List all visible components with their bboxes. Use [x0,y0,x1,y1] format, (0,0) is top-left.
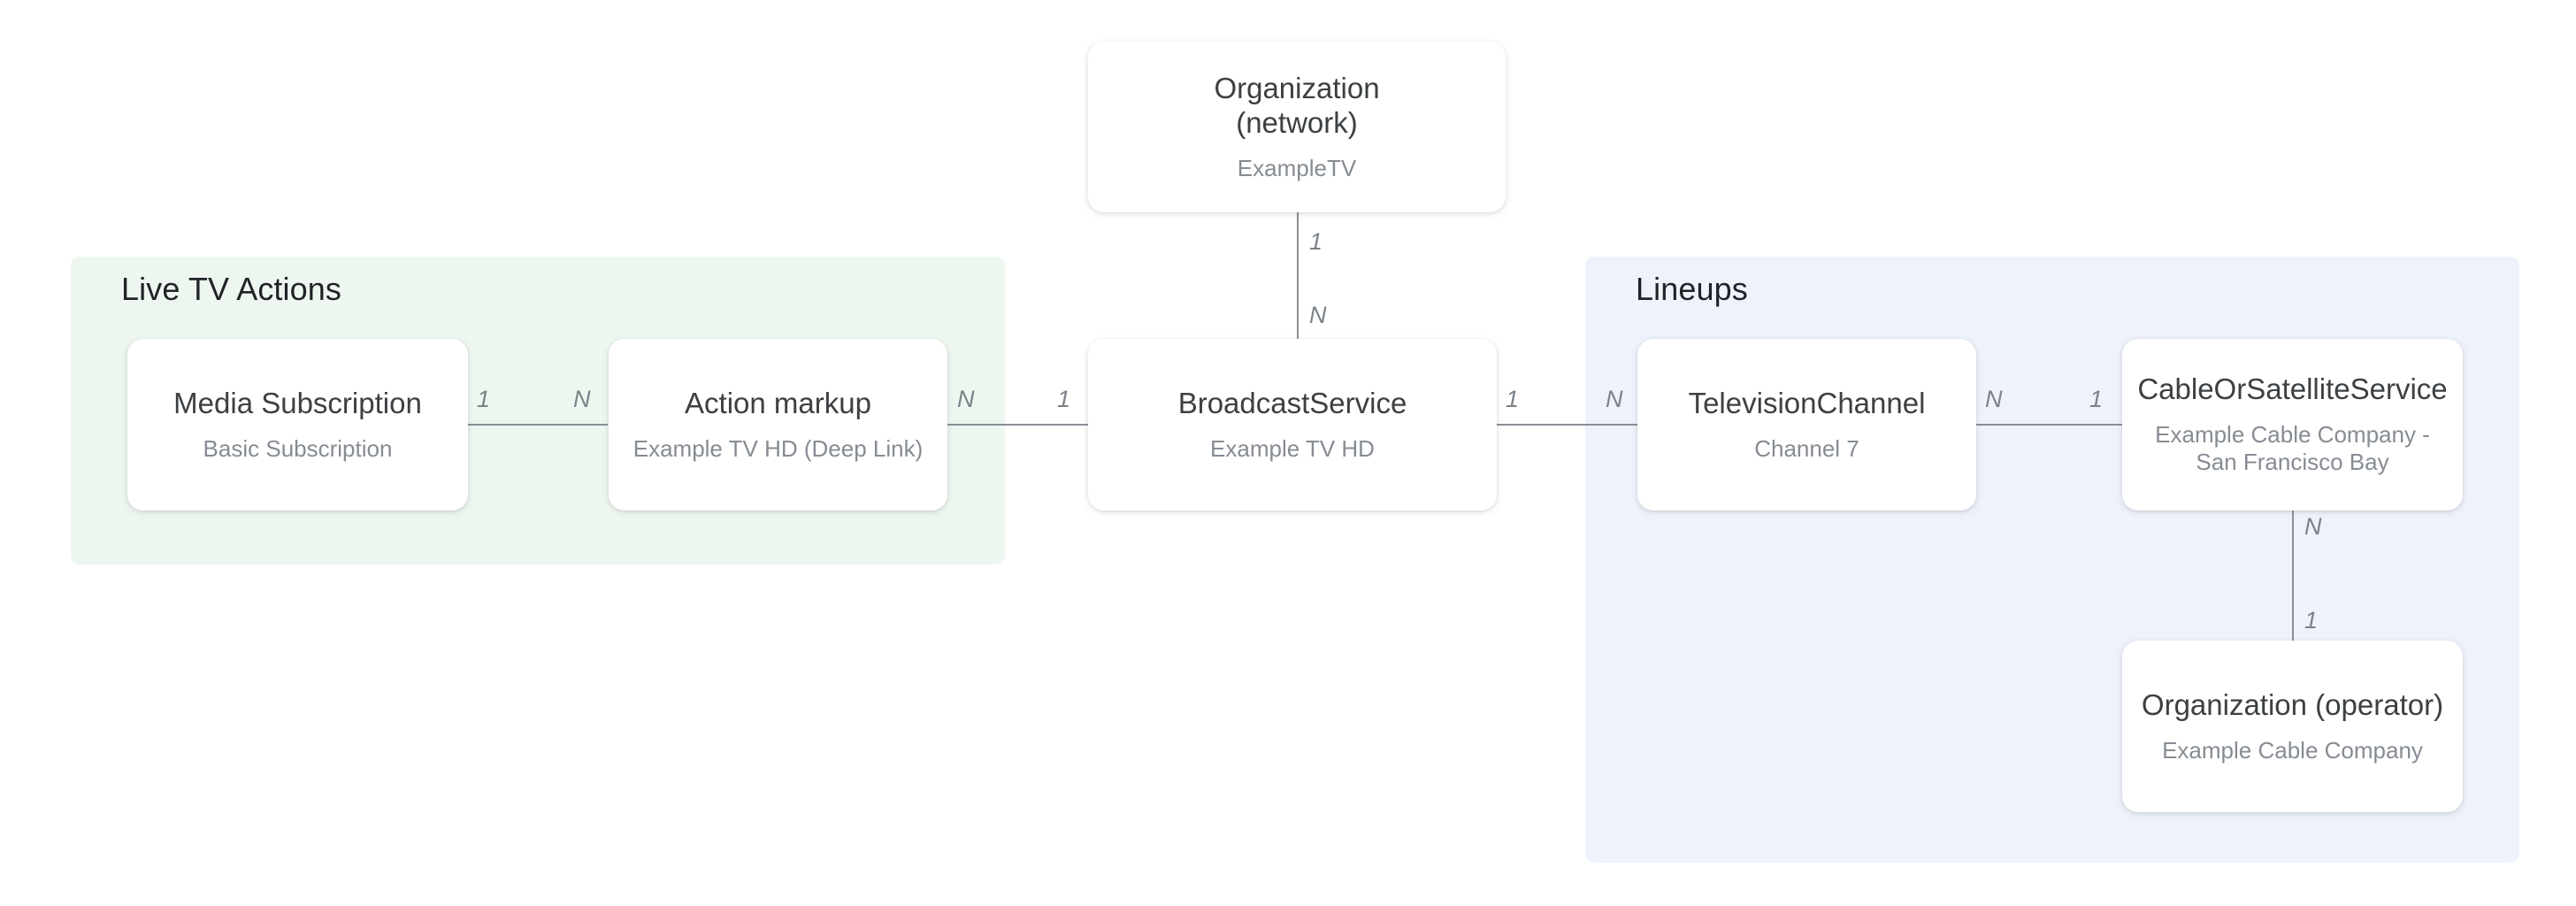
node-action-markup-title: Action markup [685,386,871,419]
node-cable-or-satellite-service-subtitle: Example Cable Company - San Francisco Ba… [2155,420,2430,476]
node-organization-operator[interactable]: Organization (operator) Example Cable Co… [2122,641,2463,812]
panel-lineups-title: Lineups [1636,271,1748,307]
edge-label-cableorsatelliteservice-to-org-operator-from: N [2304,513,2322,540]
node-organization-operator-subtitle: Example Cable Company [2162,736,2423,764]
edge-label-org-network-to-broadcastservice-from: 1 [1309,228,1323,255]
node-organization-operator-title: Organization (operator) [2141,687,2444,721]
edge-line-cableorsatelliteservice-to-org-operator [2292,506,2294,641]
edge-label-broadcastservice-to-televisionchannel-to: N [1606,386,1623,412]
edge-label-televisionchannel-to-cableorsatelliteservice-from: N [1985,386,2003,412]
edge-label-media-subscription-to-action-markup-from: 1 [477,386,491,412]
node-television-channel-subtitle: Channel 7 [1754,434,1859,462]
edge-line-broadcastservice-to-televisionchannel [1495,424,1638,426]
edge-line-media-subscription-to-action-markup [466,424,608,426]
node-media-subscription-subtitle: Basic Subscription [203,434,393,462]
node-television-channel-title: TelevisionChannel [1688,386,1926,419]
edge-line-org-network-to-broadcastservice [1297,212,1299,343]
edge-label-cableorsatelliteservice-to-org-operator-to: 1 [2304,607,2319,633]
edge-label-action-markup-to-broadcastservice-from: N [957,386,975,412]
node-action-markup[interactable]: Action markup Example TV HD (Deep Link) [609,339,947,511]
edge-line-action-markup-to-broadcastservice [947,424,1088,426]
node-cable-or-satellite-service-title: CableOrSatelliteService [2137,372,2448,405]
edge-label-action-markup-to-broadcastservice-to: 1 [1057,386,1071,412]
node-organization-network-subtitle: ExampleTV [1237,154,1357,181]
panel-live-tv-actions-title: Live TV Actions [121,271,341,307]
node-action-markup-subtitle: Example TV HD (Deep Link) [632,434,924,462]
node-broadcast-service-title: BroadcastService [1177,386,1407,419]
node-broadcast-service[interactable]: BroadcastService Example TV HD [1088,339,1497,511]
node-television-channel[interactable]: TelevisionChannel Channel 7 [1637,339,1976,511]
node-media-subscription-title: Media Subscription [173,386,422,419]
edge-label-media-subscription-to-action-markup-to: N [573,386,591,412]
edge-line-televisionchannel-to-cableorsatelliteservice [1974,424,2123,426]
edge-label-org-network-to-broadcastservice-to: N [1309,302,1327,328]
node-media-subscription[interactable]: Media Subscription Basic Subscription [127,339,468,511]
edge-label-broadcastservice-to-televisionchannel-from: 1 [1506,386,1520,412]
edge-label-televisionchannel-to-cableorsatelliteservice-to: 1 [2089,386,2104,412]
node-organization-network[interactable]: Organization (network) ExampleTV [1088,42,1506,212]
node-cable-or-satellite-service[interactable]: CableOrSatelliteService Example Cable Co… [2122,339,2463,511]
node-broadcast-service-subtitle: Example TV HD [1210,434,1375,462]
node-organization-network-title: Organization (network) [1214,71,1380,139]
